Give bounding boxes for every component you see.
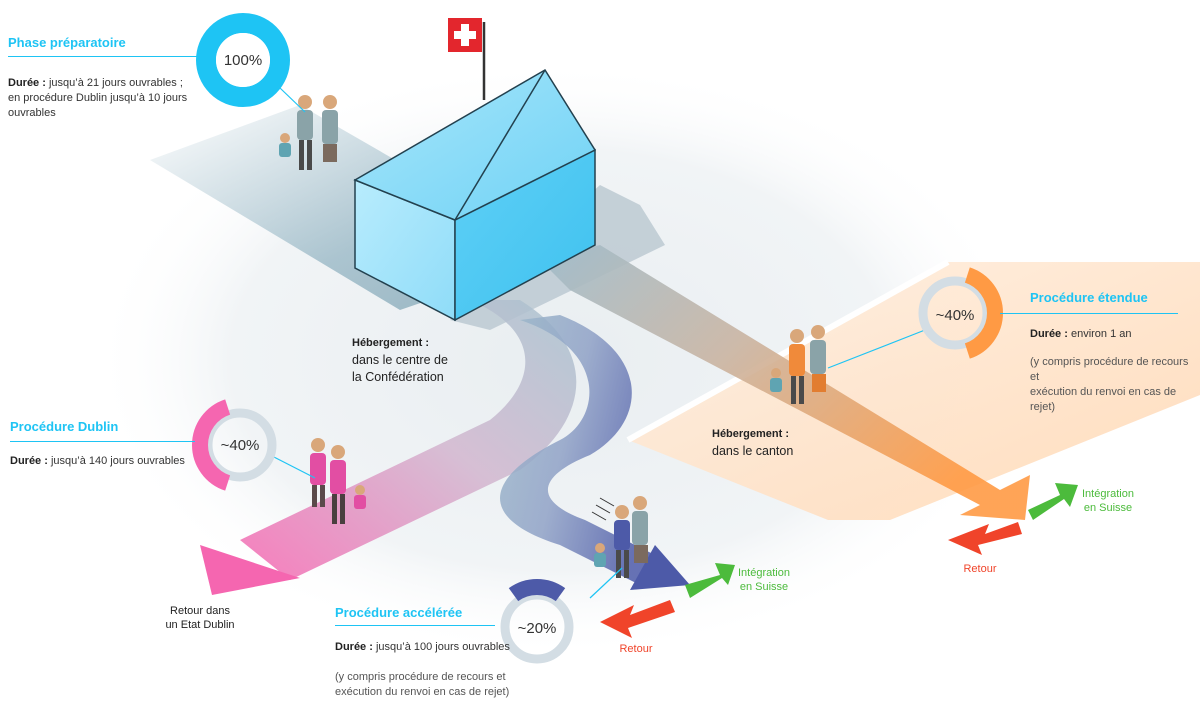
accelerated-integration-line2: en Suisse [739,581,789,594]
accelerated-duration: Durée : jusqu’à 100 jours ouvrables [335,640,515,655]
accelerated-integration-line1: Intégration [738,567,790,579]
extended-duration: Durée : environ 1 an [1030,327,1190,342]
dublin-arrow-head [200,545,300,595]
canton-zone [628,262,1200,520]
federal-accommodation-heading: Hébergement : [352,337,430,349]
preparatory-percent: 100% [224,52,262,69]
canton-accommodation-line1: dans le canton [712,443,794,458]
preparatory-duration-text2: en procédure Dublin jusqu’à 10 jours [8,91,188,104]
federal-accommodation-line2: la Confédération [352,370,444,384]
accelerated-note: (y compris procédure de recours et exécu… [335,670,535,700]
extended-integration-line1: Intégration [1082,488,1134,500]
extended-share-ring [918,267,1003,359]
accelerated-leader-line [589,567,623,599]
preparatory-share-ring [196,13,290,107]
accelerated-duration-text: jusqu’à 100 jours ouvrables [375,641,510,653]
dublin-duration-label: Durée : [10,455,48,467]
extended-integration-arrow [1028,483,1078,520]
accelerated-note-line1: (y compris procédure de recours et [335,671,506,683]
family-preparatory-icon [279,95,338,170]
federal-accommodation-line1: dans le centre de [352,352,448,367]
federal-centre-house [353,68,597,322]
extended-note-line2: exécution du renvoi en cas de rejet) [1030,385,1177,413]
extended-underline [1000,313,1178,314]
preparatory-duration: Durée : jusqu’à 21 jours ouvrables ; en … [8,76,198,121]
dublin-duration-text: jusqu’à 140 jours ouvrables [50,455,185,467]
ring-ext-fill [964,267,1003,359]
preparatory-duration-text3: ouvrables [8,106,56,119]
dublin-share-ring [192,399,277,491]
federal-accommodation-label: Hébergement : dans le centre de la Confé… [352,334,492,387]
swiss-flag-icon [448,18,486,100]
extended-integration-line2: en Suisse [1083,502,1133,515]
preparatory-title: Phase préparatoire [8,35,126,50]
family-dublin-icon [310,438,366,524]
accelerated-duration-label: Durée : [335,641,373,653]
dublin-leader-line [269,454,316,479]
ring-prep-center [216,33,270,87]
ring-dub-fill [192,399,231,491]
extended-return-arrow [948,522,1022,555]
accelerated-path [500,315,665,585]
extended-duration-label: Durée : [1030,328,1068,340]
accelerated-title: Procédure accélérée [335,605,463,620]
accelerated-return-arrow [600,600,675,638]
extended-integration-label: Intégration en Suisse [1068,487,1148,516]
extended-percent: ~40% [936,307,975,324]
canton-zone-edge [626,259,950,443]
extended-note: (y compris procédure de recours et exécu… [1030,355,1200,414]
accelerated-underline [335,625,495,626]
canton-accommodation-heading: Hébergement : [712,428,790,440]
ring-prep-fill [196,13,290,107]
dublin-duration: Durée : jusqu’à 140 jours ouvrables [10,454,200,469]
accelerated-return-label: Retour [619,643,653,655]
dublin-percent: ~40% [221,437,260,454]
extended-path [540,245,1030,520]
preparatory-underline [8,56,198,57]
dublin-title: Procédure Dublin [10,419,119,434]
family-accelerated-icon [591,496,648,578]
accelerated-share-ring [500,579,574,664]
preparatory-duration-text: jusqu’à 21 jours ouvrables ; [48,77,183,89]
accelerated-arrow-head [630,545,690,590]
family-extended-icon [770,325,826,404]
dublin-outcome-line2: un Etat Dublin [165,619,235,632]
dublin-outcome-line1: Retour dans [170,605,230,617]
extended-title: Procédure étendue [1030,290,1148,305]
extended-return-label: Retour [963,563,997,575]
extended-leader-line [827,329,926,369]
accelerated-integration-label: Intégration en Suisse [724,566,804,595]
accelerated-integration-arrow [685,563,735,598]
canton-accommodation-label: Hébergement : dans le canton [712,425,852,460]
dublin-path [240,300,577,580]
extended-duration-text: environ 1 an [1070,328,1132,340]
accelerated-percent: ~20% [518,620,557,637]
preparatory-duration-label: Durée : [8,77,46,89]
ring-acc-fill [508,579,566,602]
preparatory-leader-line [279,87,306,113]
dublin-outcome-label: Retour dans un Etat Dublin [150,604,250,633]
accelerated-note-line2: exécution du renvoi en cas de rejet) [335,685,510,698]
dublin-underline [10,441,195,442]
extended-note-line1: (y compris procédure de recours et [1030,356,1189,383]
